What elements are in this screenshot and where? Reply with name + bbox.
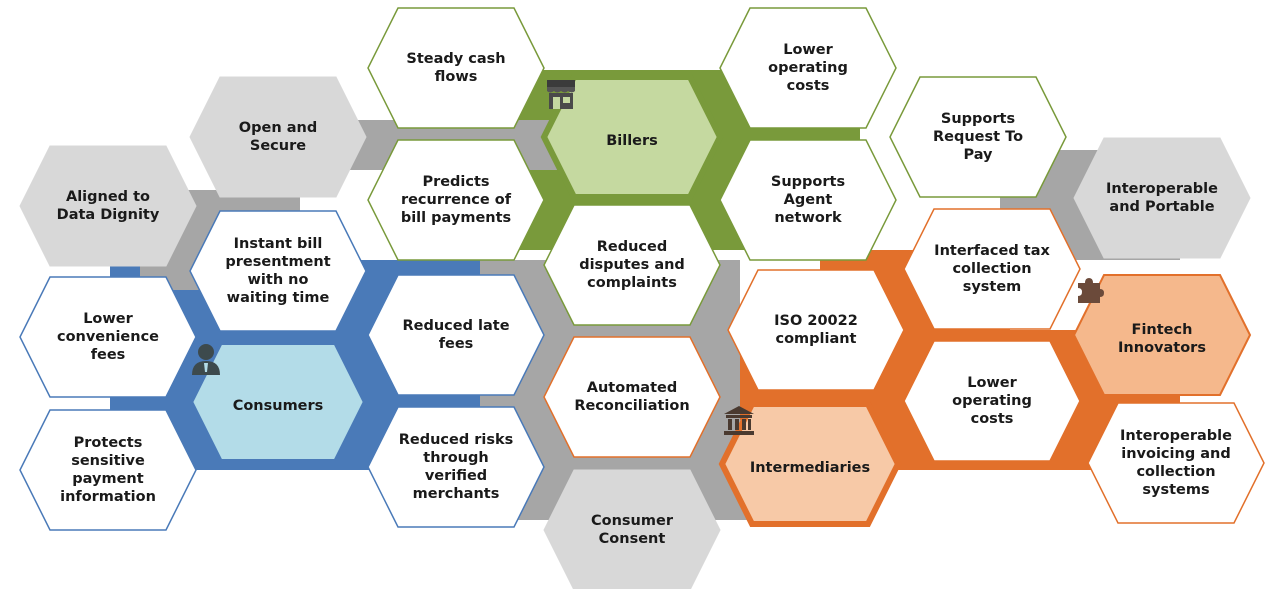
consumer-benefit-late-fees: Reduced late fees [402, 317, 510, 352]
hex-consumer-consent [543, 469, 721, 589]
hub-consumers: Consumers [190, 342, 366, 462]
hub-fintech-label: Fintech Innovators [1118, 321, 1206, 356]
principle-consumer-consent: Consumer Consent [591, 512, 673, 547]
hex-biller-costs [719, 7, 897, 129]
principle-open-secure: Open and Secure [238, 119, 318, 154]
hex-data-dignity [19, 145, 197, 267]
hex-convenience [19, 276, 197, 398]
storefront-icon [547, 80, 575, 109]
hex-fintech [1072, 274, 1252, 396]
bank-building-icon [724, 406, 754, 435]
biller-benefit-agent-network: Supports Agent network [770, 173, 846, 227]
hub-intermediaries: Intermediaries [722, 404, 898, 524]
hub-billers: Billers [544, 77, 720, 197]
hex-int-costs [903, 340, 1081, 462]
consumer-benefit-instant-bill: Instant bill presentment with no waiting… [225, 235, 331, 307]
shared-benefit-disputes: Reduced disputes and complaints [579, 238, 685, 292]
hex-cash-flows [367, 7, 545, 129]
hex-recon [543, 336, 721, 458]
principle-interoperable-portable: Interoperable and Portable [1106, 180, 1218, 215]
hex-protects [19, 409, 197, 531]
hub-billers-label: Billers [606, 132, 658, 149]
hex-predicts [367, 139, 545, 261]
consumer-benefit-convenience-fees: Lower convenience fees [56, 310, 160, 364]
hex-request-to-pay [889, 76, 1067, 198]
hex-agent-network [719, 139, 897, 261]
hex-late-fees [367, 274, 545, 396]
hexagons [19, 7, 1265, 589]
hex-disputes [543, 204, 721, 326]
biller-benefit-predicts-recurrence: Predicts recurrence of bill payments [400, 173, 512, 227]
hex-intermediaries [718, 401, 902, 527]
hex-iso [727, 269, 905, 391]
intermediary-benefit-iso-20022: ISO 20022 compliant [774, 312, 858, 347]
hub-fintech-innovators: Fintech Innovators [1074, 275, 1250, 395]
puzzle-icon [1078, 278, 1104, 303]
hub-consumers-label: Consumers [232, 397, 324, 414]
consumer-benefit-protects-info: Protects sensitive payment information [60, 434, 156, 506]
biller-benefit-lower-costs: Lower operating costs [768, 41, 848, 95]
biller-benefit-cash-flows: Steady cash flows [406, 50, 506, 85]
intermediary-benefit-invoicing: Interoperable invoicing and collection s… [1120, 427, 1232, 499]
hub-intermediaries-label: Intermediaries [749, 459, 871, 476]
hex-verified [367, 406, 545, 528]
principle-data-dignity: Aligned to Data Dignity [56, 188, 160, 223]
hex-instant-bill [189, 210, 367, 332]
hex-open-secure [189, 76, 367, 198]
hex-interop-portable [1073, 137, 1251, 259]
intermediary-benefit-lower-costs: Lower operating costs [952, 374, 1032, 428]
hex-billers [540, 74, 724, 200]
hex-invoicing [1087, 402, 1265, 524]
hex-tax [903, 208, 1081, 330]
hex-consumers [186, 339, 370, 465]
intermediary-benefit-tax-collection: Interfaced tax collection system [934, 242, 1050, 296]
intermediary-benefit-reconciliation: Automated Reconciliation [574, 379, 690, 414]
biller-benefit-request-to-pay: Supports Request To Pay [932, 110, 1024, 164]
consumer-benefit-verified-merchants: Reduced risks through verified merchants [398, 431, 514, 503]
person-icon [192, 344, 220, 375]
